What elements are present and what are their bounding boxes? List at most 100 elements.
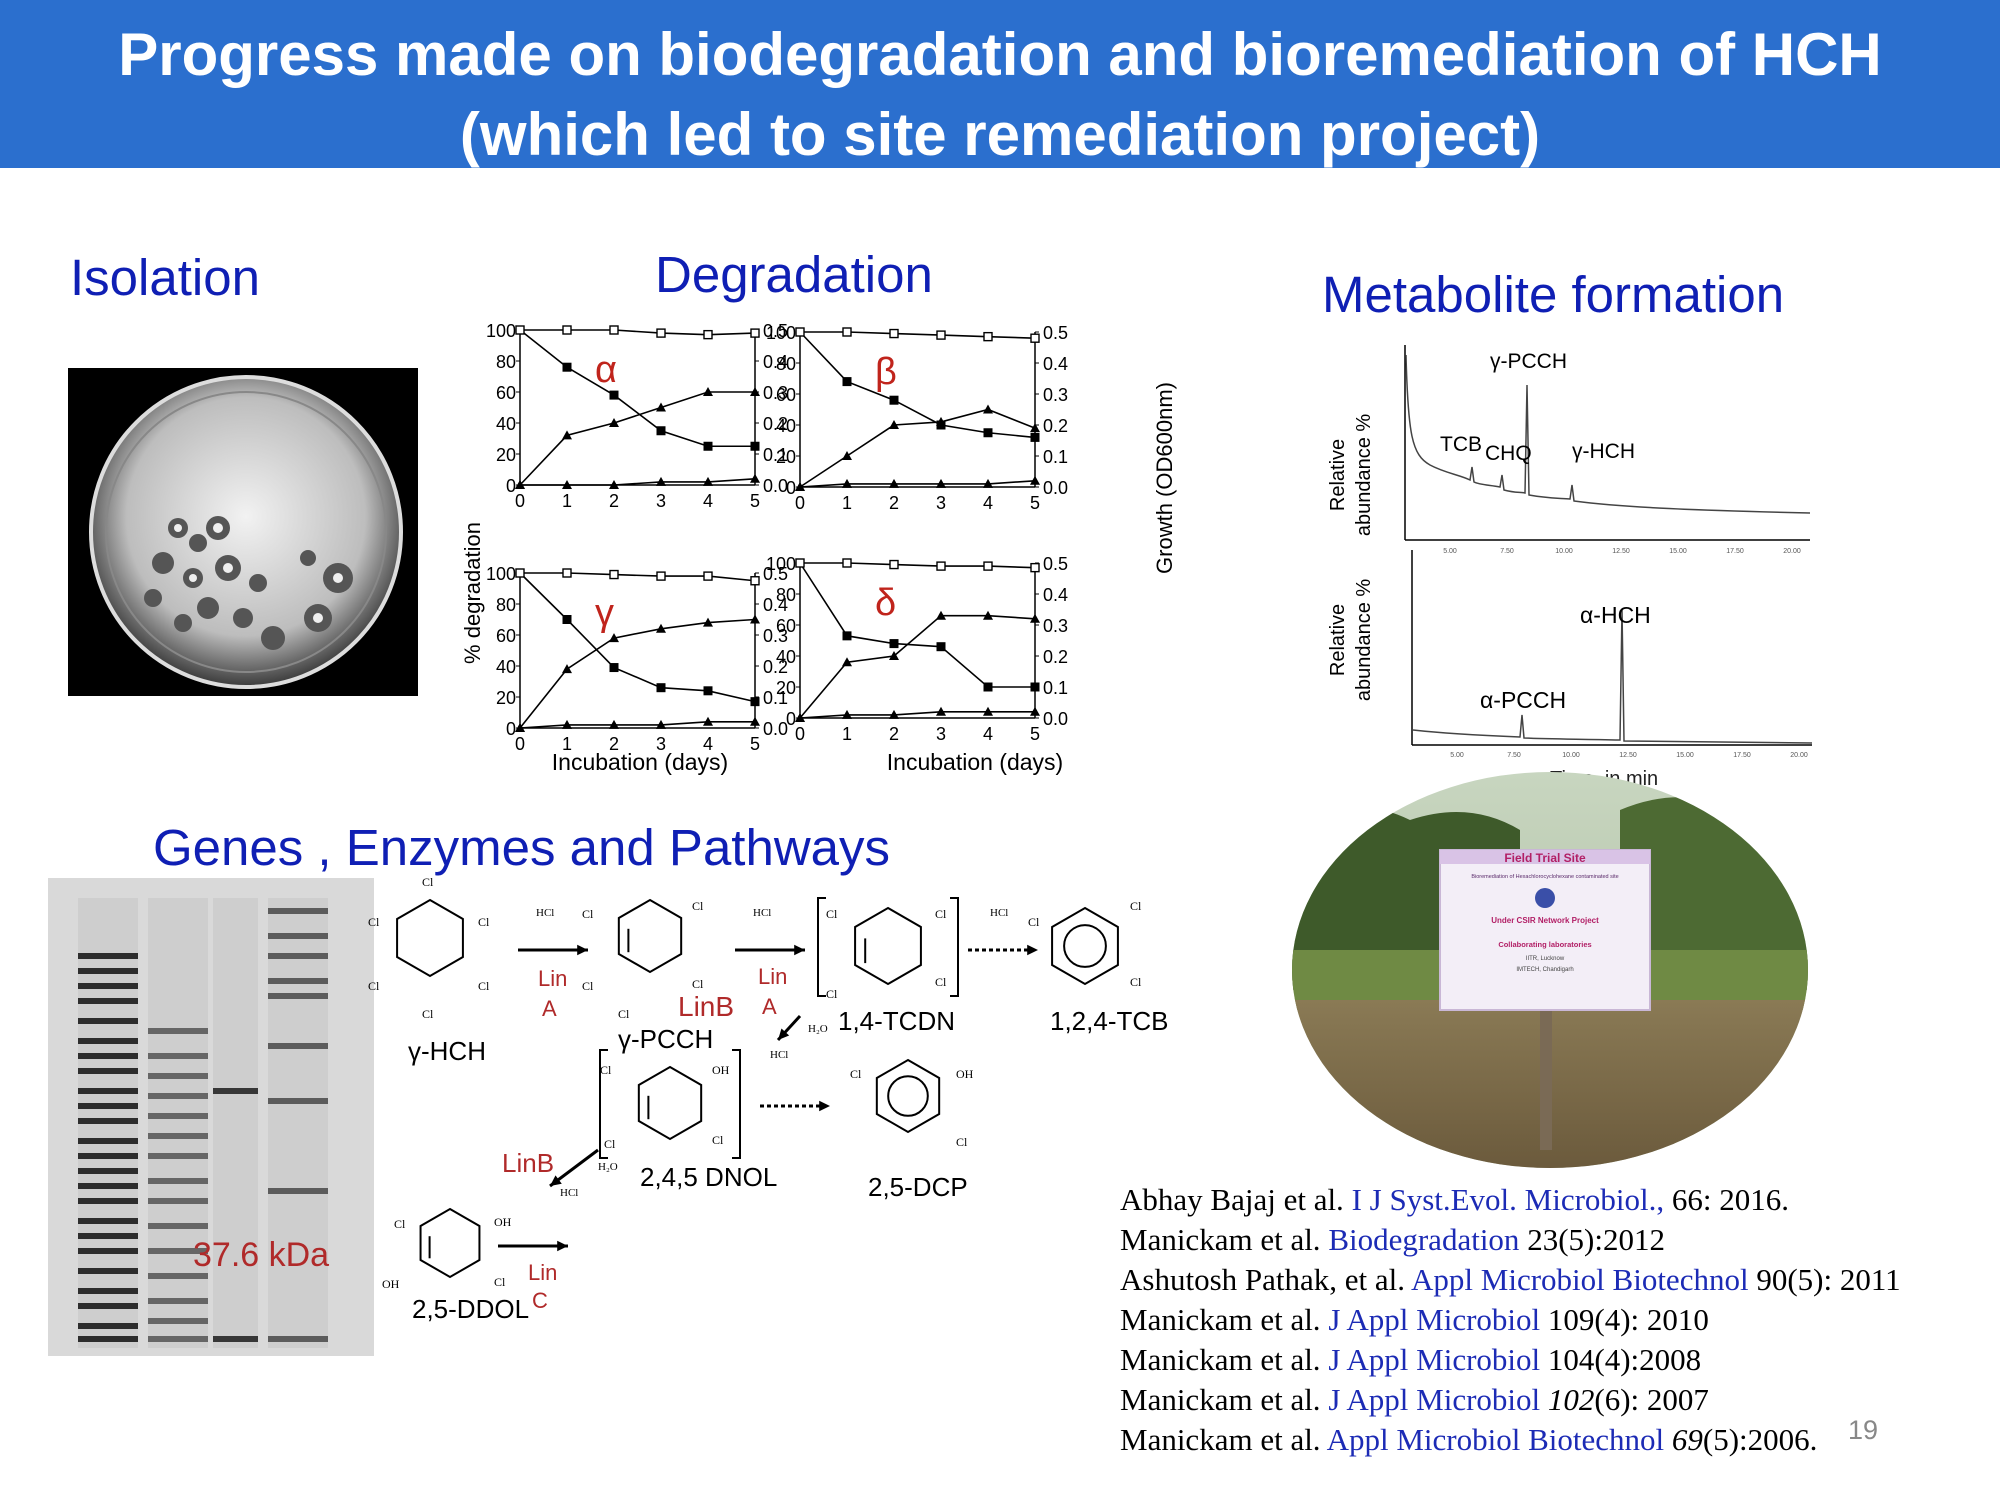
atom-cl: Cl: [1130, 975, 1142, 989]
reference-journal: I J Syst.Evol. Microbiol.,: [1351, 1182, 1665, 1217]
tick-label-x: 3: [936, 724, 946, 744]
reference-item: Ashutosh Pathak, et al. Appl Microbiol B…: [1120, 1260, 1901, 1300]
degradation-heading: Degradation: [655, 246, 933, 303]
tick-label-right: 0.5: [1043, 554, 1068, 574]
gel-band: [78, 1323, 138, 1329]
tick-label-right: 0.5: [763, 564, 788, 584]
data-point-open-square: [515, 325, 525, 335]
tick-label-x: 0: [795, 493, 805, 513]
data-point-open-square: [889, 559, 899, 570]
data-point-open-square: [983, 561, 993, 571]
data-point-triangle: [795, 482, 805, 491]
tick-label-right: 0.4: [763, 352, 788, 372]
atom-cl: Cl: [826, 907, 838, 921]
data-point-open-square: [703, 329, 713, 340]
gel-lane-2: [148, 898, 208, 1348]
data-point-triangle: [656, 623, 666, 633]
gel-band: [268, 978, 328, 984]
data-point-triangle: [842, 451, 852, 460]
gel-band: [148, 1223, 208, 1229]
tick-label-x: 1: [562, 734, 572, 754]
tick-label-x: 3: [936, 493, 946, 513]
gel-band: [78, 1088, 138, 1094]
reference-item: Manickam et al. J Appl Microbiol 104(4):…: [1120, 1340, 1901, 1380]
compound-dnol: 2,4,5 DNOL: [640, 1162, 777, 1192]
arrow-linc-head: [557, 1240, 568, 1252]
data-point-triangle: [562, 480, 572, 489]
enzyme-lina-b: A: [542, 996, 557, 1021]
atom-cl: Cl: [1130, 899, 1142, 913]
tcb-ring: [1051, 906, 1119, 986]
tick-label-left: 0: [786, 709, 796, 729]
data-point-open-square: [1030, 333, 1040, 343]
gel-band: [78, 1183, 138, 1189]
gel-band: [78, 1218, 138, 1224]
data-point-triangle: [889, 709, 899, 719]
sign-subtitle: Bioremediation of Hexachlorocyclohexane …: [1471, 874, 1618, 880]
reference-author: Manickam et al.: [1120, 1382, 1329, 1417]
atom-cl: Cl: [582, 907, 594, 921]
data-point-triangle: [889, 478, 899, 488]
reference-issue-year: 109(4): 2010: [1540, 1302, 1709, 1337]
series-line-3: [799, 614, 1036, 719]
tcb-ring-aromatic: [1063, 924, 1107, 968]
enzyme-lina-2: Lin: [758, 964, 787, 989]
tick-label-left: 0: [786, 478, 796, 498]
atom-cl: Cl: [368, 915, 380, 929]
tick-label-x: 5: [1030, 493, 1040, 513]
gel-band: [78, 953, 138, 959]
data-point-triangle: [609, 418, 619, 427]
data-point-open-square: [983, 331, 993, 342]
atom-cl: Cl: [1028, 915, 1040, 929]
reference-issue-year: (5):2006.: [1702, 1422, 1818, 1457]
data-point-triangle: [703, 387, 713, 396]
reference-author: Manickam et al.: [1120, 1302, 1329, 1337]
reference-item: Manickam et al. J Appl Microbiol 109(4):…: [1120, 1300, 1901, 1340]
atom-cl: Cl: [494, 1275, 506, 1289]
dcp-ring-aromatic: [887, 1075, 929, 1117]
atom-cl: Cl: [712, 1133, 724, 1147]
data-point-open-square: [936, 561, 946, 571]
peak-label-alpha-pcch: α-PCCH: [1480, 687, 1566, 713]
data-point-open-square: [609, 569, 619, 580]
bracket-right-2: [732, 1049, 741, 1159]
data-point-triangle: [750, 387, 760, 396]
tick-label-x: 4: [983, 493, 993, 513]
data-point-triangle: [889, 420, 899, 429]
data-point-square: [656, 426, 666, 436]
gel-band: [78, 1018, 138, 1024]
data-point-triangle: [703, 716, 713, 726]
reference-issue-year: (6): 2007: [1594, 1382, 1709, 1417]
bracket-right: [950, 897, 959, 997]
gel-band: [148, 1336, 208, 1342]
gel-band-label: 37.6 kDa: [193, 1236, 329, 1274]
sign-lab2: IMTECH, Chandigarh: [1516, 967, 1573, 973]
petri-plate-photo: [68, 368, 418, 696]
tick-label-right: 0.4: [763, 595, 788, 615]
atom-oh: OH: [494, 1215, 512, 1229]
gel-band: [78, 1248, 138, 1254]
data-point-triangle: [515, 723, 525, 732]
deg-xlabel-left: Incubation (days): [552, 749, 728, 775]
data-point-triangle: [983, 404, 993, 414]
series-line-4: [799, 480, 1036, 488]
data-point-square: [703, 441, 713, 451]
data-point-triangle: [842, 657, 852, 667]
tick-label-left: 60: [496, 626, 516, 646]
gel-band: [213, 1336, 258, 1342]
reference-issue-year: 66: 2016.: [1664, 1182, 1790, 1217]
reference-journal: J Appl Microbiol: [1328, 1382, 1541, 1417]
compound-ddol: 2,5-DDOL: [412, 1294, 529, 1324]
sign-project: Under CSIR Network Project: [1491, 916, 1599, 925]
reference-journal: Appl Microbiol Biotechnol: [1411, 1262, 1749, 1297]
series-line-3: [519, 618, 756, 729]
data-point-triangle: [842, 478, 852, 488]
gel-band: [213, 1088, 258, 1094]
data-point-square: [562, 362, 572, 372]
tick-label-right: 0.3: [1043, 385, 1068, 405]
reagent-h2o: H₂O: [808, 1023, 828, 1035]
reagent-hcl: HCl: [770, 1049, 788, 1061]
tick-label-x: 2: [889, 493, 899, 513]
atom-cl: Cl: [600, 1063, 612, 1077]
